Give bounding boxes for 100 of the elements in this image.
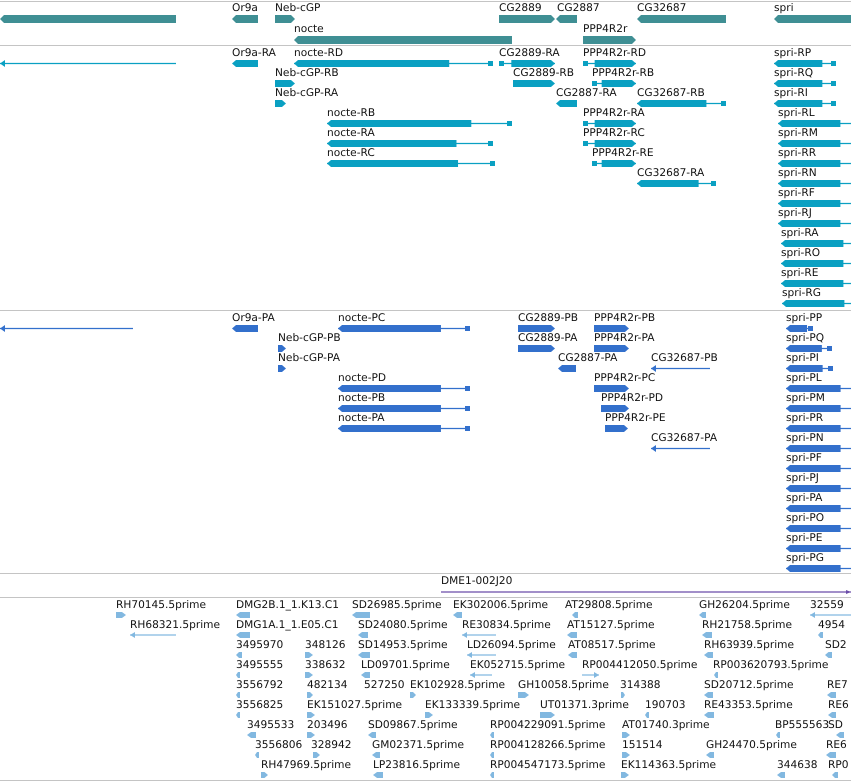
feature-label: SD20712.5prime [704, 679, 794, 691]
feature-label: DMG1A.1_1.E05.C1 [236, 619, 338, 631]
feature-label: 482134 [307, 679, 348, 691]
feature-label: CG32687-RB [637, 87, 705, 99]
feature-label: CG2887 [557, 2, 600, 14]
feature-label: 338632 [305, 659, 346, 671]
feature-label: Neb-cGP-RB [275, 67, 339, 79]
feature-label: spri-RO [781, 247, 820, 259]
feature-label: CG2889-RA [499, 47, 560, 59]
feature-label: PPP4R2r-PB [594, 312, 656, 324]
feature-label: UT01371.3prime [540, 699, 629, 711]
feature-label: RP004128266.5prime [490, 739, 606, 751]
feature-label: PPP4R2r-PE [605, 412, 666, 424]
feature-label: RH63939.5prime [704, 639, 794, 651]
feature-label: nocte-RC [327, 147, 375, 159]
feature-label: 3556792 [236, 679, 284, 691]
feature-label: LP23816.5prime [373, 759, 460, 771]
feature-label: RP004547173.5prime [490, 759, 606, 771]
feature-label: nocte-PD [338, 372, 386, 384]
feature-label: CG32687-PB [651, 352, 718, 364]
feature-label: GH24470.5prime [706, 739, 797, 751]
feature-label: Neb-cGP-PB [278, 332, 341, 344]
feature-label: spri-RN [778, 167, 817, 179]
feature-label: EK151027.5prime [307, 699, 402, 711]
feature-label: SD26985.5prime [352, 599, 442, 611]
feature-label: GM02371.5prime [372, 739, 464, 751]
feature-label: spri-PG [786, 552, 824, 564]
feature-label: 190703 [645, 699, 686, 711]
feature-label: PPP4R2r-RE [592, 147, 654, 159]
feature-label: nocte-RA [327, 127, 375, 139]
feature-label: PPP4R2r-RA [583, 107, 645, 119]
feature-label: 527250 [364, 679, 404, 691]
feature-label: EK102928.5prime [410, 679, 506, 691]
feature-label: CG2889 [499, 2, 542, 14]
feature-label: spri-RG [782, 287, 821, 299]
feature-label: spri-RF [778, 187, 815, 199]
feature-label: CG2887-PA [558, 352, 618, 364]
feature-label: EK114363.5prime [621, 759, 716, 771]
feature-label: SD14953.5prime [358, 639, 448, 651]
feature-label: SD09867.5prime [368, 719, 458, 731]
feature-label: spri-RJ [778, 207, 812, 219]
feature-label: spri-PA [786, 492, 822, 504]
feature-label: spri-PI [786, 352, 819, 364]
feature-label: spri [774, 2, 794, 14]
feature-label: Neb-cGP [275, 2, 320, 14]
feature-label: nocte-RD [294, 47, 344, 59]
feature-label: Or9a [232, 2, 258, 14]
feature-label: 344638 [777, 759, 818, 771]
feature-label: RP0 [828, 759, 848, 771]
feature-label: CG2887-RA [556, 87, 617, 99]
feature-label: EK302006.5prime [453, 599, 548, 611]
feature-label: SD24080.5prime [358, 619, 448, 631]
feature-label: AT29808.5prime [565, 599, 653, 611]
feature-label: nocte [294, 23, 324, 35]
feature-label: nocte-PC [338, 312, 386, 324]
feature-label: 151514 [622, 739, 662, 751]
feature-label: PPP4R2r-RB [592, 67, 654, 79]
feature-label: RE6 [828, 699, 849, 711]
feature-label: RE7 [827, 679, 848, 691]
feature-label: 3556825 [236, 699, 284, 711]
feature-label: CG32687-RA [637, 167, 704, 179]
feature-label: nocte-PA [338, 412, 384, 424]
feature-label: AT08517.5prime [568, 639, 656, 651]
feature-label: RE6 [826, 739, 847, 751]
feature-label: PPP4R2r-PC [594, 372, 656, 384]
feature-label: spri-RE [781, 267, 818, 279]
feature-label: 4954 [818, 619, 845, 631]
feature-label: spri-PN [786, 432, 824, 444]
feature-label: RP004229091.5prime [490, 719, 606, 731]
feature-label: RP004412050.5prime [582, 659, 698, 671]
feature-label: SD [828, 719, 843, 731]
feature-label: CG32687 [637, 2, 686, 14]
feature-label: spri-RQ [774, 67, 814, 79]
feature-label: PPP4R2r-PD [601, 392, 664, 404]
feature-label: spri-PL [786, 372, 822, 384]
feature-label: spri-PO [786, 512, 824, 524]
feature-label: Or9a-RA [232, 47, 276, 59]
feature-label: spri-RI [774, 87, 808, 99]
feature-label: GH10058.5prime [518, 679, 609, 691]
feature-label: Neb-cGP-RA [275, 87, 338, 99]
feature-label: RE30834.5prime [462, 619, 551, 631]
feature-label: DMG2B.1_1.K13.C1 [236, 599, 339, 611]
feature-label: 314388 [620, 679, 660, 691]
feature-label: spri-RM [778, 127, 818, 139]
feature-label: spri-RL [778, 107, 815, 119]
feature-label: RH68321.5prime [130, 619, 220, 631]
feature-label: RH47969.5prime [261, 759, 351, 771]
feature-label: Or9a-PA [232, 312, 275, 324]
feature-label: PPP4R2r-PA [594, 332, 654, 344]
feature-label: Neb-cGP-PA [278, 352, 340, 364]
feature-label: 3556806 [255, 739, 302, 751]
feature-label: CG2889-PA [518, 332, 578, 344]
feature-label: spri-PM [786, 392, 825, 404]
feature-label: LD26094.5prime [467, 639, 556, 651]
feature-label: RE43353.5prime [704, 699, 793, 711]
feature-label: spri-RR [778, 147, 816, 159]
feature-label: 348126 [305, 639, 346, 651]
feature-label: PPP4R2r [583, 23, 628, 35]
feature-label: CG2889-PB [518, 312, 578, 324]
feature-label: RP003620793.5prime [713, 659, 828, 671]
